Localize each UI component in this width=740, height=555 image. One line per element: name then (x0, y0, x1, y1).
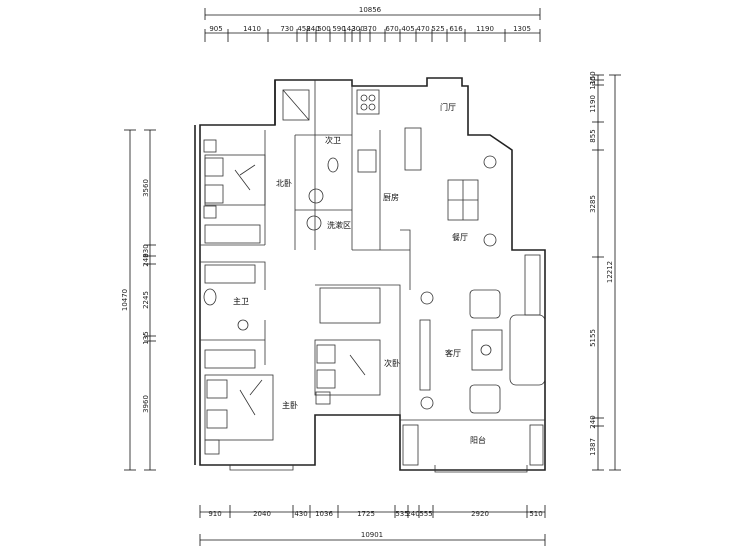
top-dim-13: 525 (431, 25, 444, 33)
top-dim-14: 616 (449, 25, 463, 33)
room-label-kitchen: 厨房 (383, 192, 399, 202)
fixtures (203, 89, 546, 466)
top-dim-7: 143 (342, 25, 355, 33)
top-total-dimension: 10856 (359, 6, 382, 14)
top-dim-10: 670 (385, 25, 398, 33)
left-dim-0: 3560 (142, 179, 150, 197)
right-dim-5: 5155 (589, 329, 597, 347)
room-label-master-bedroom: 主卧 (282, 400, 298, 410)
room-labels: 门厅 次卫 北卧 厨房 洗漱区 餐厅 主卫 次卧 客厅 主卧 阳台 (233, 102, 486, 445)
left-dimension-chain: 10470 3560 330 240 2245 135 3960 (121, 129, 156, 471)
right-dim-2: 1190 (589, 95, 597, 113)
bottom-dim-6: 240 (406, 510, 419, 518)
bottom-dim-7: 555 (419, 510, 432, 518)
bottom-dimension-chain: 910 2040 430 1036 1725 535 240 555 2920 … (199, 505, 546, 546)
bottom-dim-3: 1036 (315, 510, 333, 518)
room-label-foyer: 门厅 (440, 102, 456, 112)
right-dim-6: 240 (589, 415, 597, 428)
top-dim-12: 470 (416, 25, 429, 33)
top-dim-16: 1305 (513, 25, 531, 33)
room-label-second-bedroom: 次卧 (384, 358, 400, 368)
room-label-balcony: 阳台 (470, 435, 486, 445)
room-label-second-bath: 次卫 (325, 135, 341, 145)
bottom-dim-4: 1725 (357, 510, 375, 518)
bottom-dim-1: 2040 (253, 510, 271, 518)
bottom-dim-5: 535 (395, 510, 408, 518)
left-dim-3: 2245 (142, 291, 150, 309)
right-dimension-chain: 150 130 1190 855 3285 5155 240 1387 1221… (589, 71, 621, 471)
walls (194, 77, 546, 473)
top-dim-2: 730 (280, 25, 293, 33)
bottom-dim-0: 910 (208, 510, 221, 518)
room-label-master-bath: 主卫 (233, 296, 249, 306)
top-dim-9: 370 (363, 25, 376, 33)
bottom-dim-8: 2920 (471, 510, 489, 518)
left-dim-4: 135 (142, 331, 150, 344)
right-dim-1: 130 (589, 76, 597, 89)
top-dim-0: 905 (209, 25, 222, 33)
right-dim-0: 150 (589, 71, 597, 84)
room-label-living: 客厅 (445, 348, 461, 358)
bottom-dim-2: 430 (294, 510, 307, 518)
right-total-dimension: 12212 (606, 261, 614, 283)
top-dim-4: 240 (306, 25, 319, 33)
right-dim-4: 3285 (589, 195, 597, 213)
bottom-dim-9: 510 (529, 510, 542, 518)
top-dim-15: 1190 (476, 25, 494, 33)
room-label-north-bedroom: 北卧 (276, 179, 292, 188)
left-total-dimension: 10470 (121, 289, 129, 311)
top-dim-5: 500 (317, 25, 330, 33)
top-dim-11: 405 (401, 25, 414, 33)
bottom-total-dimension: 10901 (361, 531, 383, 539)
left-dim-1: 330 (142, 244, 150, 257)
top-dim-8: 300 (351, 25, 364, 33)
top-dim-6: 590 (332, 25, 345, 33)
right-dim-7: 1387 (589, 438, 597, 456)
top-dim-1: 1410 (243, 25, 261, 33)
room-label-dining: 餐厅 (452, 233, 468, 242)
left-dim-5: 3960 (142, 395, 150, 413)
top-dimension-chain: 10856 905 1410 730 458 240 500 590 143 3… (204, 6, 541, 42)
top-dim-3: 458 (297, 25, 310, 33)
left-dim-2: 240 (142, 253, 150, 266)
right-dim-3: 855 (589, 129, 597, 142)
room-label-laundry: 洗漱区 (327, 220, 351, 230)
